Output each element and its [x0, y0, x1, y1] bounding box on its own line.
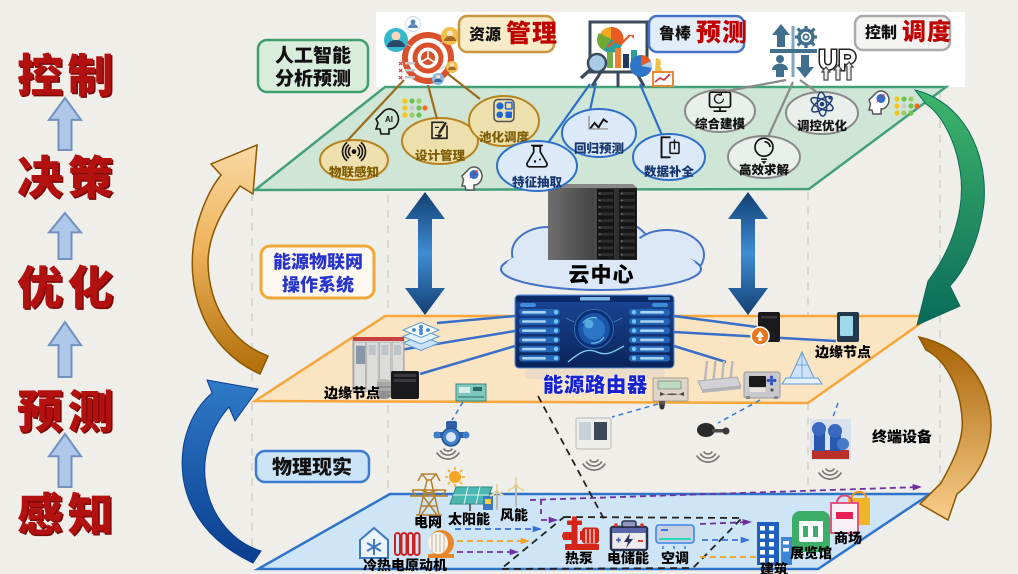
svg-text:AI: AI: [385, 115, 393, 124]
